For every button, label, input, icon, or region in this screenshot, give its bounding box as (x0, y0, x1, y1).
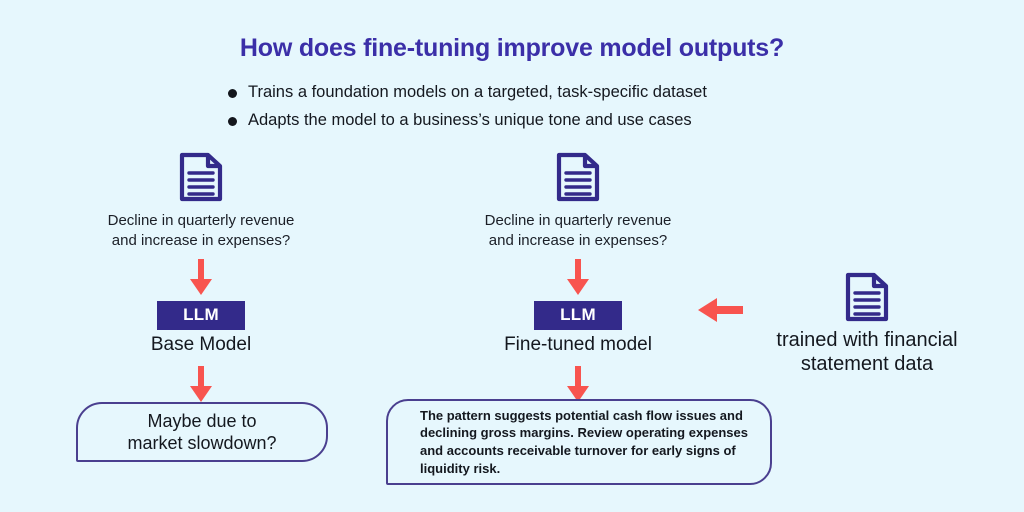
bullet-dot-icon (228, 117, 237, 127)
bullet-list: Trains a foundation models on a targeted… (228, 82, 828, 138)
document-icon (845, 272, 889, 322)
base-model-answer-bubble: Maybe due to market slowdown? (76, 402, 328, 462)
list-item: Trains a foundation models on a targeted… (228, 82, 828, 103)
fine-tuned-model-branch: Decline in quarterly revenue and increas… (423, 152, 733, 404)
llm-badge: LLM (157, 301, 245, 330)
arrow-down-icon (190, 365, 212, 402)
annotation-line-2: statement data (800, 353, 934, 375)
llm-badge: LLM (534, 301, 622, 330)
annotation-text: trained with financial statement data (744, 328, 990, 376)
bullet-dot-icon (228, 89, 237, 98)
base-model-branch: Decline in quarterly revenue and increas… (46, 152, 356, 404)
arrow-down-icon (567, 259, 589, 295)
annotation-line-1: trained with financial (776, 329, 958, 351)
arrow-left-icon (698, 298, 743, 322)
branch-question-line-2: and increase in expenses? (111, 231, 291, 249)
branch-question: Decline in quarterly revenue and increas… (423, 211, 733, 250)
model-label: Fine-tuned model (504, 333, 652, 355)
document-icon (179, 152, 223, 202)
document-icon (556, 152, 600, 202)
model-label: Base Model (150, 333, 252, 355)
fine-tuned-answer-bubble: The pattern suggests potential cash flow… (386, 399, 772, 485)
branch-question-line-2: and increase in expenses? (488, 231, 668, 249)
branch-question: Decline in quarterly revenue and increas… (46, 211, 356, 250)
arrow-down-icon (190, 259, 212, 295)
answer-line-2: market slowdown? (127, 433, 277, 453)
training-data-arrow (697, 297, 743, 328)
list-item: Adapts the model to a business’s unique … (228, 110, 828, 131)
answer-text: Maybe due to market slowdown? (127, 410, 276, 455)
answer-text: The pattern suggests potential cash flow… (420, 407, 748, 476)
training-data-annotation: trained with financial statement data (744, 272, 990, 376)
bullet-text: Adapts the model to a business’s unique … (248, 111, 692, 130)
bullet-text: Trains a foundation models on a targeted… (248, 83, 707, 101)
branch-question-line-1: Decline in quarterly revenue (107, 212, 295, 229)
page-title: How does fine-tuning improve model outpu… (239, 34, 785, 62)
answer-line-1: Maybe due to (147, 410, 257, 431)
arrow-down-icon (567, 365, 589, 402)
branch-question-line-1: Decline in quarterly revenue (484, 212, 672, 229)
